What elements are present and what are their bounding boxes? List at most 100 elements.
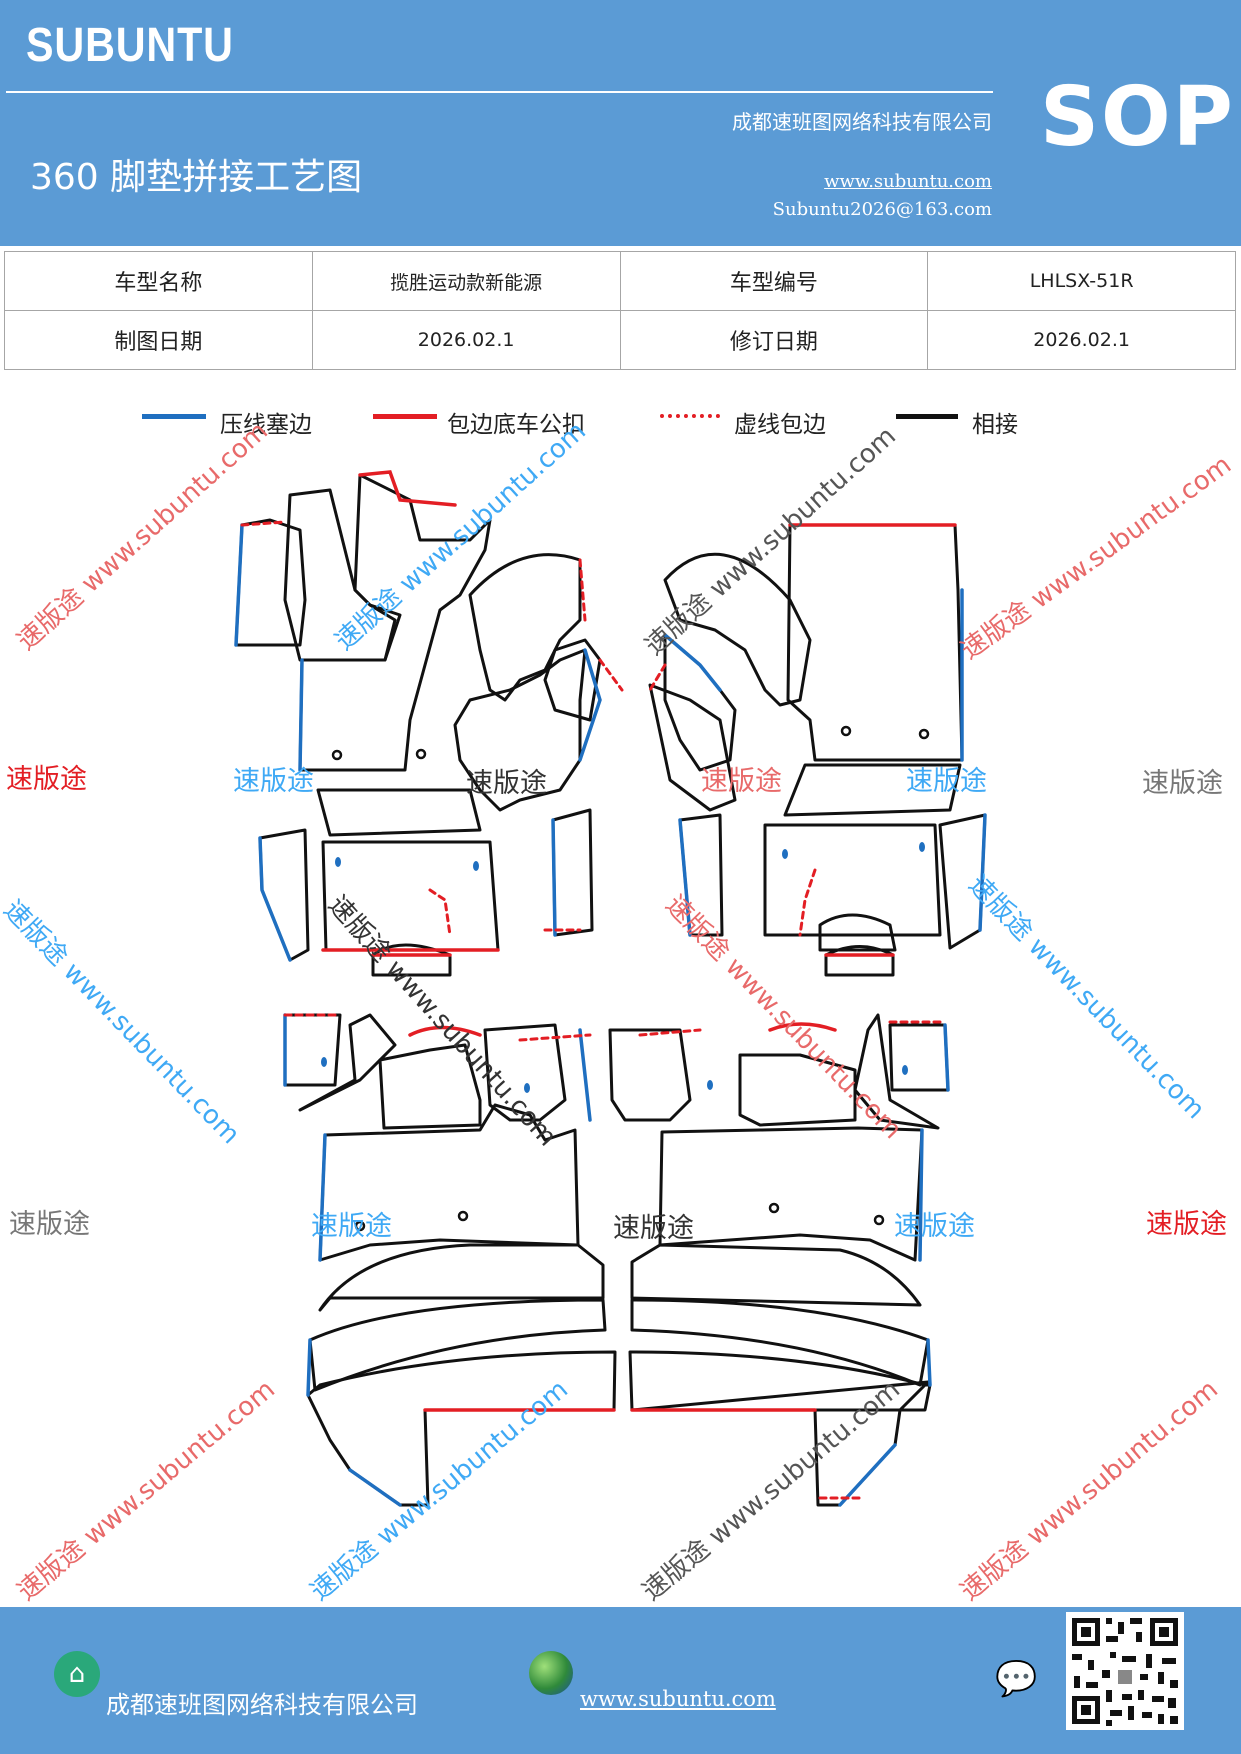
watermark-text: 速版途 [701,766,782,797]
watermark-text: 速版途 [1142,768,1223,799]
edge-blue [978,813,987,932]
home-icon: ⌂ [54,1651,100,1697]
legend-label-red: 包边底车公扣 [447,412,585,438]
mat-piece [308,1298,607,1392]
watermark-text: 速版途 [906,766,987,797]
revision-date-value: 2026.02.1 [927,310,1236,370]
edge-blue [918,1128,924,1262]
edge-red-dashed [240,520,287,527]
mat-piece [818,913,897,952]
edge-blue [578,648,602,762]
header-website-link[interactable]: www.subuntu.com [824,171,992,192]
edge-red-dashed [578,558,587,622]
qr-code [1066,1612,1184,1730]
legend-swatch-dashed [660,414,720,418]
mat-piece [306,1350,617,1507]
watermark-text: 速版途 [1146,1209,1227,1240]
mat-piece [283,488,402,662]
legend-label-black: 相接 [972,412,1018,438]
mat-piece [786,523,964,762]
model-name-value: 揽胜运动款新能源 [311,251,621,311]
edge-red [358,470,457,507]
legend-swatch-blue [142,414,206,419]
mat-piece [453,648,587,812]
mat-hole [331,749,343,761]
watermark-text: 速版途 [311,1211,392,1242]
mat-piece [318,1243,605,1312]
footer-company: 成都速班图网络科技有限公司 [106,1691,418,1719]
clip-dot [782,849,788,859]
globe-icon [529,1651,573,1695]
footer-website-link[interactable]: www.subuntu.com [580,1687,776,1711]
edge-red-dashed [638,1028,702,1037]
mat-piece [608,1028,692,1122]
legend-label-dashed: 虚线包边 [734,412,826,438]
mat-hole [457,1210,469,1222]
mat-piece [298,473,492,772]
model-code-value: LHLSX-51R [927,251,1236,311]
legend-label-blue: 压线塞边 [220,412,312,438]
mat-piece [234,518,307,647]
mat-piece [888,1023,950,1092]
edge-blue [838,1443,897,1507]
mat-hole [768,1202,780,1214]
mat-piece [283,1013,342,1087]
model-code-label: 车型编号 [619,251,929,311]
edge-red-dashed [798,868,817,937]
model-name-label: 车型名称 [4,251,313,311]
edge-blue [578,1028,592,1122]
sop-badge: SOP [1040,70,1235,165]
clip-dot [902,1065,908,1075]
mat-piece [543,638,602,722]
edge-blue [234,523,244,647]
mat-piece [658,1126,924,1262]
mat-piece [378,1043,482,1130]
mat-piece [648,683,737,812]
mat-piece [783,763,962,817]
edge-blue [348,1468,402,1507]
edge-blue [318,1133,327,1262]
edge-blue [678,818,692,937]
brand-logo: SUBUNTU [26,19,234,72]
mat-piece [468,553,582,702]
edge-blue [926,1338,932,1387]
mat-hole [873,1214,885,1226]
header-email[interactable]: Subuntu2026@163.com [772,199,992,220]
edge-blue [551,818,557,937]
mat-piece [824,945,895,977]
document-title: 360 脚垫拼接工艺图 [30,157,363,198]
mat-hole [918,728,930,740]
legend-swatch-red [373,414,437,419]
watermark-text: 速版途 [894,1211,975,1242]
mat-piece [318,1103,580,1262]
clip-dot [707,1080,713,1090]
edge-red [768,1022,837,1032]
table-row: 制图日期 2026.02.1 修订日期 2026.02.1 [4,310,1236,370]
edge-blue [298,658,304,772]
edge-red-dashed [598,658,624,692]
mat-piece [483,1023,567,1122]
mat-hole [415,748,427,760]
edge-blue [306,1338,312,1397]
mat-piece [298,1013,397,1112]
clip-dot [321,1057,327,1067]
revision-date-label: 修订日期 [619,310,929,370]
vehicle-info-table: 车型名称 揽胜运动款新能源 车型编号 LHLSX-51R 制图日期 2026.0… [4,251,1236,370]
edge-blue [943,1023,950,1092]
legend-swatch-black [896,414,958,419]
header-company: 成都速班图网络科技有限公司 [732,110,992,134]
edge-red-dashed [648,663,667,692]
clip-dot [473,861,479,871]
footer-banner: ⌂ 成都速班图网络科技有限公司 www.subuntu.com 💬 [0,1607,1241,1754]
wechat-icon: 💬 [995,1659,1038,1699]
watermark-text: 速版途 [6,764,87,795]
edge-red-dashed [518,1033,592,1042]
watermark-text: 速版途 [466,768,547,799]
drawing-date-label: 制图日期 [4,310,313,370]
mat-piece [316,788,482,837]
clip-dot [524,1083,530,1093]
mat-piece [763,823,942,937]
mat-piece [738,1053,857,1127]
header-banner: SUBUNTU 360 脚垫拼接工艺图 成都速班图网络科技有限公司 www.su… [0,0,1241,246]
